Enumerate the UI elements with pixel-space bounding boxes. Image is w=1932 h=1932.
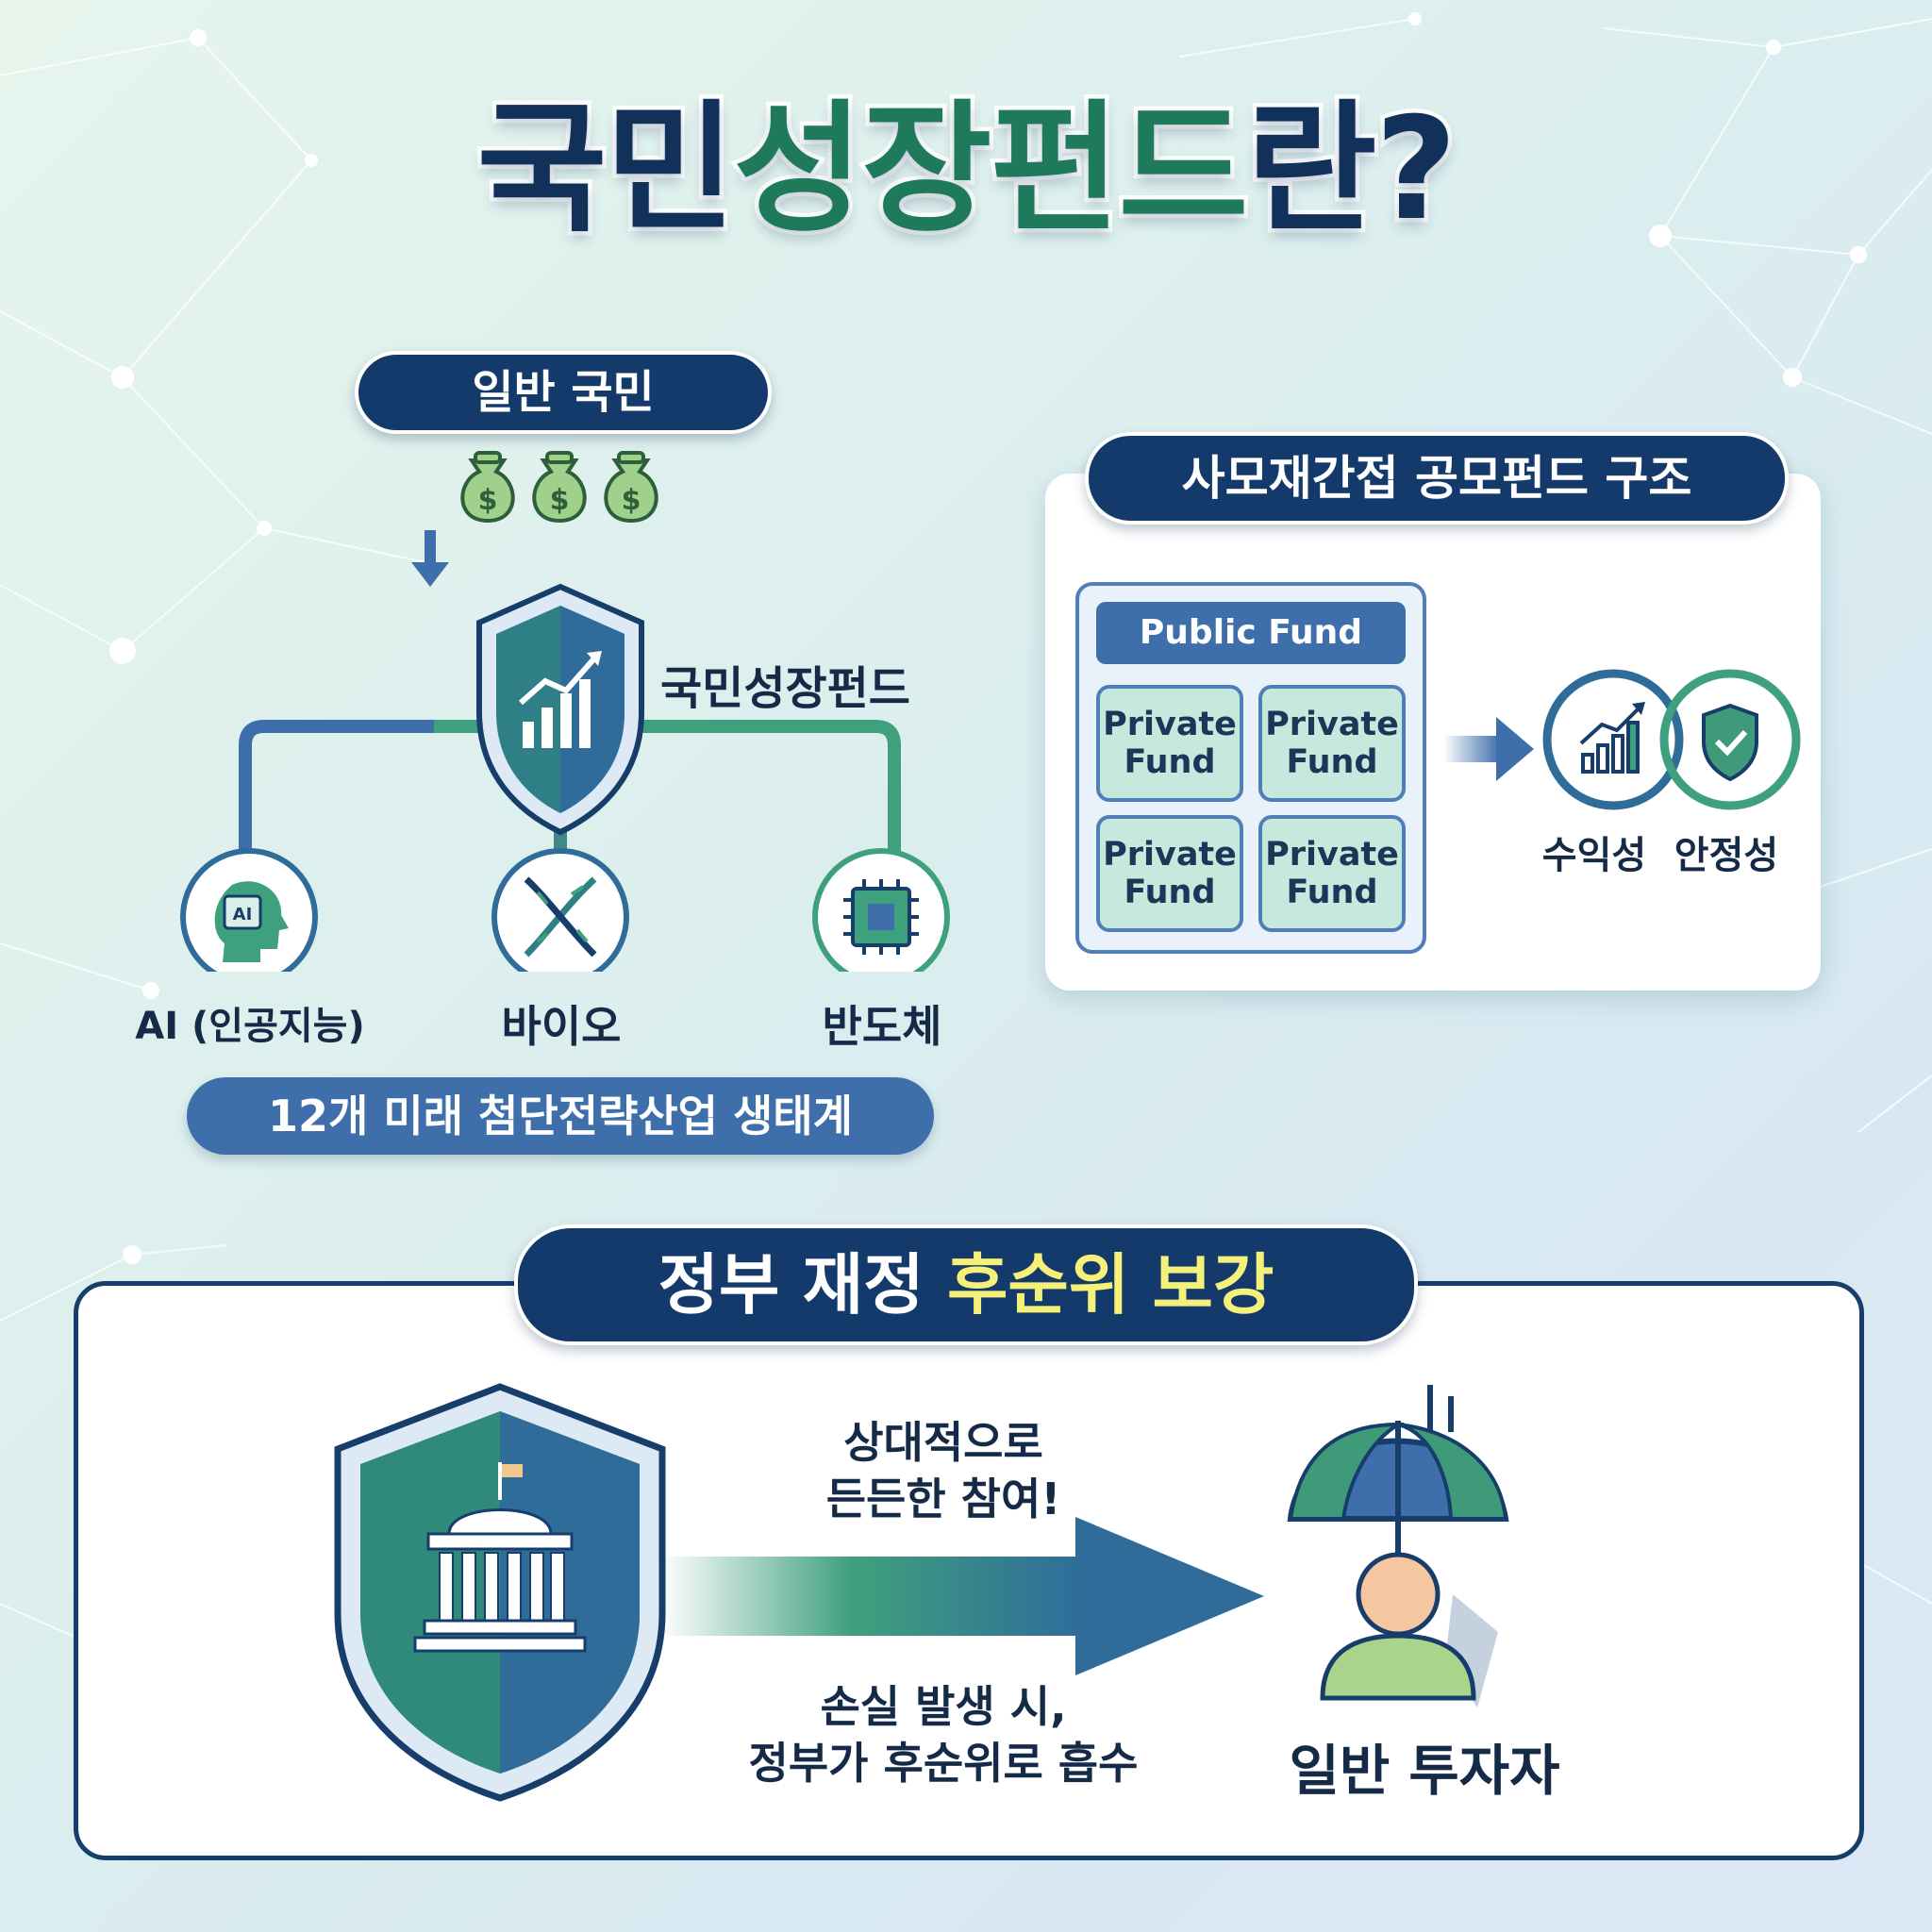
- dna-icon: [491, 848, 629, 972]
- money-bag-icon: $: [460, 451, 515, 524]
- svg-text:AI: AI: [233, 905, 253, 924]
- sector-label-semiconductor: 반도체: [822, 1001, 942, 1052]
- structure-header: 사모재간접 공모펀드 구조: [1085, 432, 1789, 525]
- arrow-bottom-text: 손실 발생 시, 정부가 후순위로 흡수: [748, 1681, 1139, 1789]
- guarantee-diagram: [334, 1383, 1509, 1802]
- chip-icon: [812, 848, 950, 972]
- support-arrow-icon: [660, 1517, 1264, 1675]
- private-fund-box: Private Fund: [1258, 685, 1406, 802]
- private-fund-box: Private Fund: [1096, 685, 1243, 802]
- citizens-label: 일반 국민: [355, 351, 772, 434]
- right-arrow-icon: [1443, 717, 1534, 781]
- fund-name-label: 국민성장펀드: [660, 662, 910, 715]
- money-bag-icon: $: [604, 451, 658, 524]
- ecosystem-label: 12개 미래 첨단전략산업 생태계: [187, 1077, 934, 1155]
- sector-label-bio: 바이오: [501, 1001, 622, 1052]
- page-title: 국민성장펀드란?: [0, 95, 1932, 245]
- fund-diagram: AI: [180, 530, 950, 972]
- shield-check-icon: [1659, 669, 1801, 810]
- government-shield-icon: [334, 1383, 666, 1802]
- down-arrow-icon: [411, 530, 449, 587]
- outcome-label-return: 수익성: [1541, 834, 1647, 877]
- shield-growth-icon: [476, 583, 644, 836]
- person-icon: [1320, 1552, 1476, 1701]
- arrow-top-text: 상대적으로 든든한 참여!: [825, 1417, 1061, 1524]
- investor-label: 일반 투자자: [1289, 1739, 1560, 1803]
- title-part-2: 성장: [729, 88, 996, 252]
- sector-label-ai: AI (인공지능): [135, 1005, 365, 1048]
- public-fund-label: Public Fund: [1096, 602, 1406, 664]
- ai-head-icon: AI: [180, 848, 318, 972]
- title-part-1: 국민: [473, 88, 740, 252]
- svg-text:$: $: [478, 484, 498, 517]
- private-fund-box: Private Fund: [1258, 815, 1406, 932]
- guarantee-header-highlight: 후순위 보강: [946, 1246, 1274, 1324]
- money-bag-icon: $: [532, 451, 587, 524]
- guarantee-header: 정부 재정 후순위 보강: [514, 1224, 1418, 1345]
- structure-flow: [1443, 669, 1801, 810]
- outcome-label-stability: 안정성: [1674, 834, 1779, 877]
- svg-text:$: $: [550, 484, 570, 517]
- money-bag-icon-group: $ $ $: [460, 451, 658, 524]
- growth-chart-icon: [1542, 669, 1684, 810]
- svg-text:$: $: [622, 484, 641, 517]
- title-part-3: 펀드: [986, 88, 1253, 252]
- guarantee-header-normal: 정부 재정: [658, 1246, 924, 1324]
- umbrella-icon: [1287, 1385, 1509, 1575]
- private-fund-box: Private Fund: [1096, 815, 1243, 932]
- title-part-4: 란?: [1242, 88, 1461, 252]
